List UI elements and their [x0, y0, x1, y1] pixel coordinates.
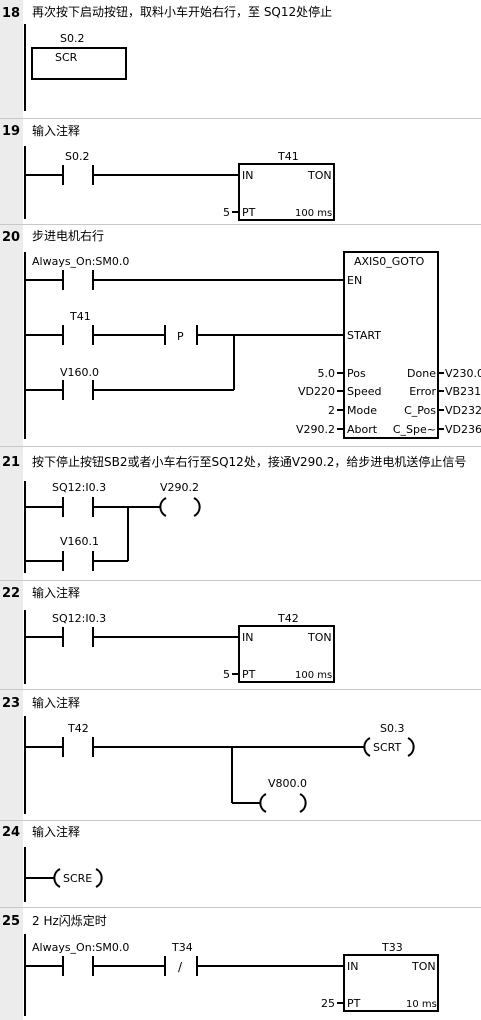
network-comment[interactable]: 再次按下启动按钮，取料小车开始右行，至 SQ12处停止 [32, 4, 332, 19]
network-comment[interactable]: 输入注释 [32, 123, 80, 138]
block-name: AXIS0_GOTO [354, 255, 425, 268]
timer-name: T42 [277, 612, 299, 625]
network-number: 18 [2, 6, 20, 21]
timer-pt-pin: PT [242, 206, 256, 219]
contact-address: S0.2 [65, 150, 89, 163]
speed-pin: Speed [347, 385, 381, 398]
contact-address: V160.0 [60, 366, 99, 379]
timer-pt-pin: PT [242, 668, 256, 681]
timer-in-pin: IN [242, 631, 253, 644]
pos-pin: Pos [347, 367, 366, 380]
rung-wires [25, 956, 344, 1004]
timer-base: 100 ms [295, 670, 332, 681]
network-comment[interactable]: 2 Hz闪烁定时 [32, 913, 107, 928]
abort-pin: Abort [347, 423, 378, 436]
rung-wires [25, 868, 103, 888]
network-23[interactable]: 23 输入注释 T42 S0.3 SCRT V800.0 [2, 695, 415, 813]
network-comment[interactable]: 步进电机右行 [32, 228, 104, 243]
mode-pin: Mode [347, 404, 377, 417]
network-22[interactable]: 22 输入注释 SQ12:I0.3 T42 IN TON PT 100 ms 5 [2, 585, 335, 683]
coil-address: V290.2 [160, 481, 199, 494]
contact-address: T42 [67, 722, 89, 735]
network-number: 23 [2, 696, 20, 711]
rung-wires [25, 497, 201, 571]
timer-pt-value: 25 [321, 997, 335, 1010]
timer-base: 100 ms [295, 208, 332, 219]
axis-goto-block[interactable] [343, 251, 439, 439]
network-21[interactable]: 21 按下停止按钮SB2或者小车右行至SQ12处，接通V290.2，给步进电机送… [2, 454, 466, 571]
pos-value: 5.0 [318, 367, 336, 380]
network-number: 25 [2, 914, 20, 929]
rung-wires [25, 270, 444, 430]
scre-label: SCRE [63, 872, 92, 885]
network-19[interactable]: 19 输入注释 S0.2 T41 IN TON PT 100 ms 5 [2, 123, 335, 221]
timer-name: T33 [381, 941, 403, 954]
c-pos-pin: C_Pos [404, 404, 436, 417]
timer-block[interactable] [238, 163, 335, 221]
contact-address: V160.1 [60, 535, 99, 548]
network-separators [0, 118, 481, 908]
timer-type: TON [307, 631, 332, 644]
rung-wires [25, 627, 239, 675]
abort-value: V290.2 [296, 423, 335, 436]
done-pin: Done [407, 367, 436, 380]
timer-pt-value: 5 [223, 206, 230, 219]
network-comment[interactable]: 输入注释 [32, 585, 80, 600]
timer-base: 10 ms [406, 999, 437, 1010]
error-value: VB231 [445, 385, 481, 398]
contact-address: SQ12:I0.3 [52, 481, 106, 494]
en-pin: EN [347, 274, 362, 287]
c-speed-pin: C_Spe~ [393, 423, 436, 436]
scr-box[interactable] [31, 47, 127, 80]
network-20[interactable]: 20 步进电机右行 [2, 228, 481, 439]
scr-address: S0.2 [60, 32, 84, 45]
network-comment[interactable]: 输入注释 [32, 695, 80, 710]
speed-value: VD220 [298, 385, 335, 398]
done-value: V230.0 [445, 367, 481, 380]
error-pin: Error [409, 385, 436, 398]
p-contact-symbol: P [177, 330, 184, 343]
rung-wires [25, 165, 239, 213]
network-number: 20 [2, 230, 20, 245]
timer-name: T41 [277, 150, 299, 163]
start-pin: START [347, 329, 381, 342]
c-pos-value: VD232 [445, 404, 481, 417]
network-number: 21 [2, 455, 20, 470]
contact-address: Always_On:SM0.0 [32, 941, 129, 954]
mode-value: 2 [328, 404, 335, 417]
network-number: 24 [2, 825, 20, 840]
nc-contact-symbol: / [178, 960, 183, 974]
contact-address: Always_On:SM0.0 [32, 255, 129, 268]
network-comment[interactable]: 按下停止按钮SB2或者小车右行至SQ12处，接通V290.2，给步进电机送停止信… [32, 454, 466, 469]
network-comment[interactable]: 输入注释 [32, 824, 80, 839]
timer-in-pin: IN [242, 169, 253, 182]
rung-wires [25, 737, 415, 813]
c-speed-value: VD236 [445, 423, 481, 436]
network-24[interactable]: 24 输入注释 SCRE [2, 824, 103, 888]
coil-address: V800.0 [268, 777, 307, 790]
network-number-gutter [0, 0, 23, 1020]
timer-block[interactable] [343, 954, 439, 1012]
timer-type: TON [411, 960, 436, 973]
timer-type: TON [307, 169, 332, 182]
contact-address: SQ12:I0.3 [52, 612, 106, 625]
scrt-label: SCRT [373, 741, 402, 754]
scr-label: SCR [55, 51, 78, 64]
timer-pt-value: 5 [223, 668, 230, 681]
network-number: 22 [2, 586, 20, 601]
network-number: 19 [2, 124, 20, 139]
nc-contact-address: T34 [171, 941, 193, 954]
timer-block[interactable] [238, 625, 335, 683]
timer-pt-pin: PT [347, 997, 361, 1010]
network-25[interactable]: 25 2 Hz闪烁定时 Always_On:SM0.0 T34 / T33 IN… [2, 913, 439, 1012]
scrt-address: S0.3 [380, 722, 404, 735]
timer-in-pin: IN [347, 960, 358, 973]
contact-address: T41 [69, 310, 91, 323]
network-18[interactable]: 18 再次按下启动按钮，取料小车开始右行，至 SQ12处停止 S0.2 SCR [2, 4, 332, 80]
